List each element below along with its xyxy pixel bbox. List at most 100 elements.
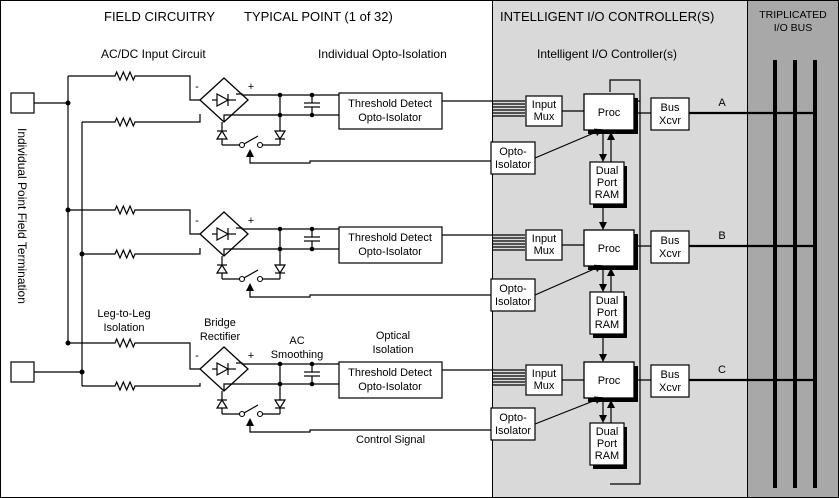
channel-label-a: A: [718, 97, 726, 109]
proc-block: [583, 229, 635, 267]
header-io-bus: I/O BUS: [774, 22, 813, 34]
isolator-label: Isolator: [495, 425, 531, 437]
proc-label: Proc: [598, 243, 621, 255]
diode-icon: [273, 399, 287, 410]
bus-label: Bus: [661, 235, 680, 247]
termination-top: [10, 92, 35, 114]
mux-label: Mux: [534, 111, 555, 123]
resistor-icon: [100, 248, 150, 260]
header-intelligent-io: INTELLIGENT I/O CONTROLLER(S): [500, 9, 714, 24]
mux-label: Mux: [534, 380, 555, 392]
ram-label: RAM: [595, 189, 619, 201]
port-label: Port: [597, 438, 617, 450]
polarity-plus: +: [248, 215, 254, 227]
xcvr-label: Xcvr: [659, 115, 681, 127]
header-typical-point: TYPICAL POINT (1 of 32): [244, 9, 393, 24]
header-field-circuitry: FIELD CIRCUITRY: [104, 9, 215, 24]
resistor-icon: [100, 337, 150, 349]
input-mux-label: Input: [532, 233, 556, 245]
isolator-label: Isolator: [495, 159, 531, 171]
resistor-icon: [100, 380, 150, 392]
proc-bracket: [609, 79, 641, 485]
polarity-minus: -: [195, 81, 199, 93]
polarity-minus: -: [195, 215, 199, 227]
port-label: Port: [597, 177, 617, 189]
proc-label: Proc: [598, 375, 621, 387]
dual-label: Dual: [596, 165, 619, 177]
switch-icon: [243, 269, 259, 279]
input-mux-label: Input: [532, 368, 556, 380]
ram-label: RAM: [595, 450, 619, 462]
polarity-plus: +: [248, 350, 254, 362]
xcvr-label: Xcvr: [659, 382, 681, 394]
threshold-detect-label: Threshold Detect: [348, 367, 432, 379]
bus-label: Bus: [661, 369, 680, 381]
opto-isolator-label: Opto-Isolator: [358, 381, 422, 393]
polarity-plus: +: [248, 81, 254, 93]
opto-label: Opto-: [499, 283, 527, 295]
channel-label-c: C: [718, 364, 726, 376]
opto-isolator-label: Opto-Isolator: [358, 246, 422, 258]
field-termination: [10, 76, 83, 386]
annotation-leg-to-leg-isolation: Isolation: [104, 322, 145, 334]
proc-block: [583, 93, 635, 131]
input-mux-block: [525, 229, 563, 261]
annotation-optical: Optical: [376, 330, 410, 342]
annotation-bridge: Bridge: [204, 317, 236, 329]
threshold-detect-block: [338, 92, 443, 130]
mux-label: Mux: [534, 245, 555, 257]
input-mux-label: Input: [532, 99, 556, 111]
header-triplicated: TRIPLICATED: [759, 9, 827, 21]
ram-label: RAM: [595, 319, 619, 331]
opto-label: Opto-: [499, 412, 527, 424]
annotation-optical-isolation: Isolation: [373, 344, 414, 356]
diode-icon: [273, 264, 287, 275]
resistor-icon: [100, 116, 150, 128]
annotation-rectifier: Rectifier: [200, 331, 241, 343]
proc-label: Proc: [598, 107, 621, 119]
threshold-detect-label: Threshold Detect: [348, 98, 432, 110]
opto-label: Opto-: [499, 146, 527, 158]
side-label: Individual Point Field Termination: [15, 128, 29, 304]
polarity-minus: -: [195, 350, 199, 362]
proc-block: [583, 361, 635, 399]
input-mux-block: [525, 364, 563, 396]
isolator-label: Isolator: [495, 296, 531, 308]
channel-label-b: B: [718, 230, 725, 242]
threshold-detect-block: [338, 226, 443, 264]
xcvr-label: Xcvr: [659, 248, 681, 260]
bus-xcvr-block: [650, 364, 690, 398]
subheader-ac-dc-input: AC/DC Input Circuit: [101, 47, 206, 61]
annotation-control-signal: Control Signal: [356, 434, 425, 446]
diode-icon: [273, 130, 287, 141]
dual-label: Dual: [596, 426, 619, 438]
triplicated-bus-lines: [773, 60, 817, 488]
dual-port-ram-block: [589, 422, 625, 466]
switch-icon: [243, 135, 259, 145]
dual-label: Dual: [596, 295, 619, 307]
bus-label: Bus: [661, 102, 680, 114]
opto-isolator-block: [490, 141, 536, 175]
annotation-smoothing: Smoothing: [271, 349, 324, 361]
resistor-icon: [100, 70, 150, 82]
threshold-detect-label: Threshold Detect: [348, 232, 432, 244]
annotation-ac: AC: [289, 335, 304, 347]
threshold-detect-block: [338, 361, 443, 399]
opto-isolator-block: [490, 407, 536, 441]
subheader-io-controllers: Intelligent I/O Controller(s): [537, 47, 677, 61]
dual-port-ram-block: [589, 161, 625, 205]
switch-icon: [243, 404, 259, 414]
port-label: Port: [597, 307, 617, 319]
termination-bottom: [10, 361, 35, 383]
bus-xcvr-block: [650, 97, 690, 131]
dual-port-ram-block: [589, 291, 625, 335]
annotation-leg-to-leg: Leg-to-Leg: [97, 308, 150, 320]
input-mux-block: [525, 95, 563, 127]
opto-isolator-label: Opto-Isolator: [358, 112, 422, 124]
resistor-icon: [100, 204, 150, 216]
